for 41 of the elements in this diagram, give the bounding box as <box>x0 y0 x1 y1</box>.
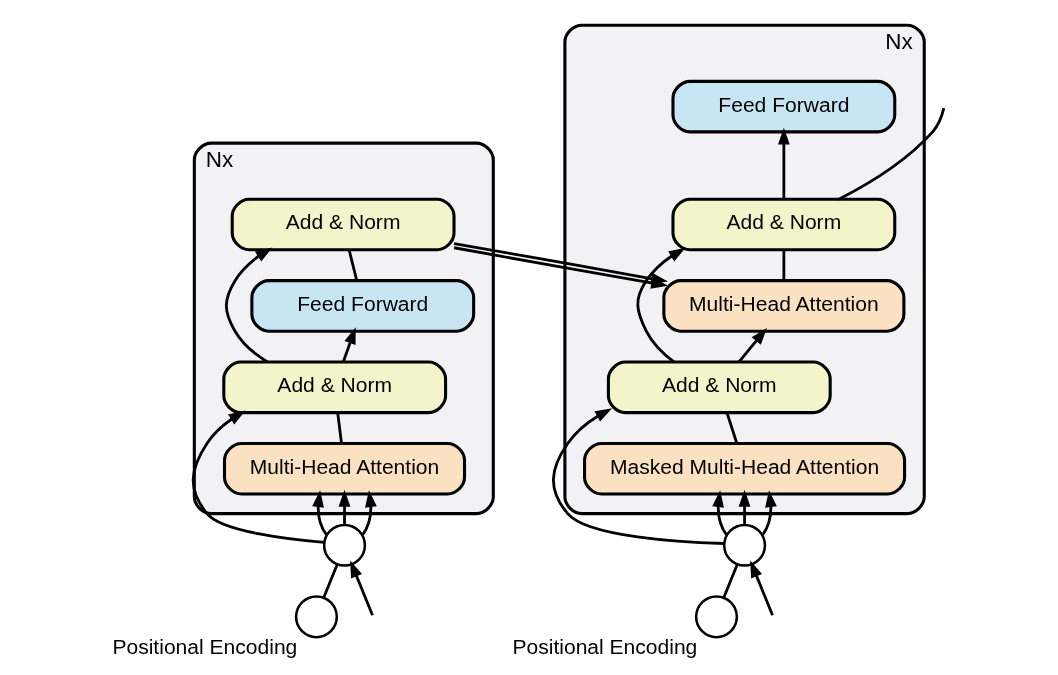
connector <box>347 249 359 281</box>
arrow <box>738 489 751 525</box>
cluster <box>563 23 926 516</box>
arrow <box>338 489 351 525</box>
arrow <box>350 560 374 616</box>
connector <box>722 564 739 599</box>
node-box: Multi-Head Attention <box>662 279 906 333</box>
node-box: Feed Forward <box>671 79 897 134</box>
connector <box>838 107 946 201</box>
node-circle <box>322 523 367 567</box>
node-label: Positional Encoding <box>112 635 298 659</box>
node-box: Add & Norm <box>222 360 448 415</box>
arrow <box>777 127 790 199</box>
node-box: Add & Norm <box>230 197 456 252</box>
connector <box>322 564 339 599</box>
connector <box>725 412 739 444</box>
node-label: Nx <box>885 28 913 54</box>
arrow <box>191 410 325 544</box>
connector <box>336 412 343 444</box>
arrow <box>750 560 774 616</box>
arrow <box>636 247 686 364</box>
node-circle <box>722 523 767 567</box>
arrow <box>552 408 724 545</box>
node-box: Masked Multi-Head Attention <box>583 441 907 496</box>
arrow <box>361 490 377 536</box>
node-label: Positional Encoding <box>512 635 698 659</box>
node-label: Nx <box>205 146 234 172</box>
arrow <box>312 490 328 536</box>
node-box: Feed Forward <box>250 279 476 333</box>
node-box: Add & Norm <box>671 197 897 252</box>
node-box: Add & Norm <box>606 360 832 415</box>
arrow <box>225 247 273 364</box>
connector <box>782 249 786 281</box>
node-circle <box>694 595 739 639</box>
arrow <box>737 327 767 363</box>
arrow <box>712 490 728 536</box>
arrow <box>341 327 356 363</box>
node-box: Multi-Head Attention <box>222 441 467 496</box>
arrow <box>761 490 777 536</box>
cluster <box>192 141 495 516</box>
node-circle <box>294 595 339 639</box>
